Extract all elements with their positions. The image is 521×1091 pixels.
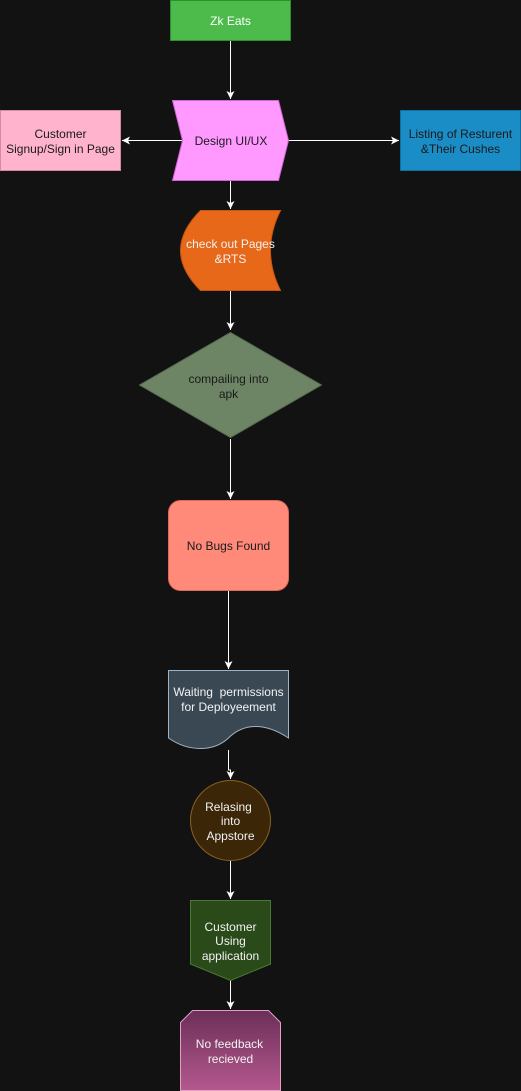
node-design-ui-ux-shape bbox=[171, 100, 290, 181]
node-no-bugs-label: No Bugs Found bbox=[187, 539, 270, 553]
node-compiling-apk-label-line1: compailing into bbox=[188, 372, 268, 386]
node-waiting-permissions-label-line1: Waiting permissions bbox=[173, 685, 283, 699]
node-customer-signup[interactable]: Customer Signup/Sign in Page bbox=[0, 110, 121, 171]
node-customer-signup-shape bbox=[0, 110, 121, 171]
node-compiling-apk[interactable]: compailing into apk bbox=[138, 331, 323, 439]
node-zk-eats-label: Zk Eats bbox=[210, 14, 251, 28]
node-releasing-appstore-shape bbox=[190, 780, 271, 861]
node-listing-restaurant-shape bbox=[400, 110, 521, 171]
node-no-bugs-shape bbox=[168, 500, 289, 591]
node-checkout-pages-shape bbox=[180, 210, 282, 291]
node-releasing-appstore-label-line1: Relasing bbox=[205, 800, 252, 814]
node-checkout-pages-label-line2: &RTS bbox=[215, 252, 247, 266]
node-waiting-permissions-label-line2: for Deployeement bbox=[181, 700, 276, 714]
node-releasing-appstore-label-line3: Appstore bbox=[206, 829, 254, 843]
node-waiting-permissions[interactable]: Waiting permissions for Deployeement bbox=[168, 670, 289, 749]
node-listing-restaurant[interactable]: Listing of Resturent &Their Cushes bbox=[400, 110, 521, 171]
node-no-feedback-label-line2: recieved bbox=[208, 1052, 253, 1066]
node-waiting-permissions-shape bbox=[168, 670, 289, 749]
node-checkout-pages[interactable]: check out Pages &RTS bbox=[180, 210, 282, 291]
node-listing-restaurant-label-line2: &Their Cushes bbox=[421, 142, 500, 156]
node-compiling-apk-shape bbox=[138, 331, 323, 439]
node-design-ui-ux-label: Design UI/UX bbox=[195, 134, 268, 148]
node-customer-using-label-line3: application bbox=[202, 949, 259, 963]
node-customer-using[interactable]: Customer Using application bbox=[190, 900, 271, 982]
node-releasing-appstore[interactable]: Relasing into Appstore bbox=[190, 780, 271, 861]
node-customer-signup-label-line2: Signup/Sign in Page bbox=[6, 142, 115, 156]
node-listing-restaurant-label-line1: Listing of Resturent bbox=[409, 127, 513, 141]
node-customer-using-label-line2: Using bbox=[215, 934, 246, 948]
node-no-bugs[interactable]: No Bugs Found bbox=[168, 500, 289, 591]
node-zk-eats[interactable]: Zk Eats bbox=[170, 0, 291, 41]
edge-waiting-to-releasing bbox=[226, 750, 235, 779]
node-releasing-appstore-label-line2: into bbox=[221, 814, 241, 828]
node-customer-using-label-line1: Customer bbox=[204, 920, 256, 934]
node-checkout-pages-label-line1: check out Pages bbox=[186, 237, 275, 251]
edges bbox=[122, 41, 399, 1009]
node-no-feedback[interactable]: No feedback recieved bbox=[180, 1010, 281, 1091]
node-compiling-apk-label-line2: apk bbox=[219, 387, 239, 401]
node-customer-signup-label-line1: Customer bbox=[34, 127, 86, 141]
node-design-ui-ux[interactable]: Design UI/UX bbox=[171, 100, 290, 181]
node-no-feedback-label-line1: No feedback bbox=[196, 1037, 264, 1051]
node-customer-using-shape bbox=[190, 900, 271, 982]
node-zk-eats-shape bbox=[170, 0, 291, 41]
